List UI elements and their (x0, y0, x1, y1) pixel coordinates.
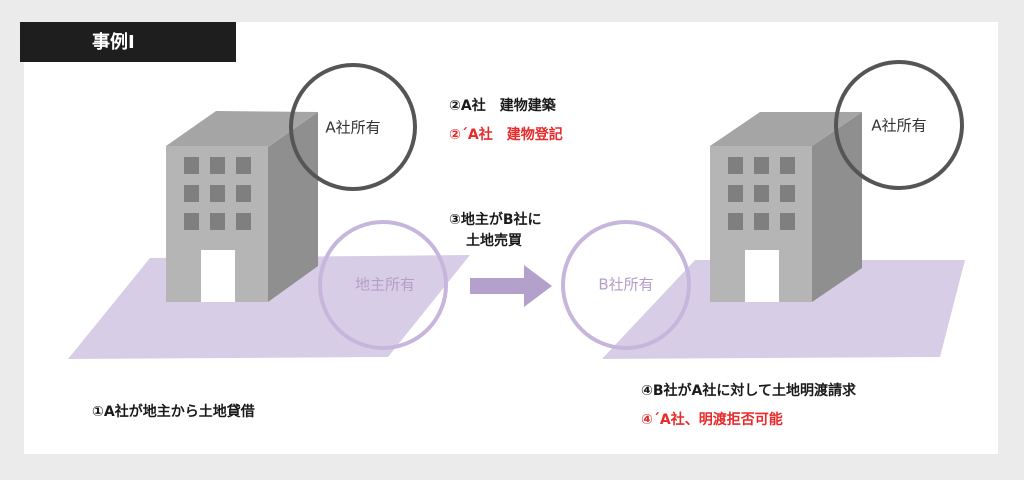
building-right-top (710, 112, 862, 146)
land-parcel-right (602, 260, 965, 359)
circle-a-left-label: A社所有 (325, 118, 381, 137)
building-left-top (166, 111, 318, 147)
step2-label: ②A社 建物建築 (449, 98, 556, 114)
building-left-side (268, 112, 318, 302)
transfer-arrow (470, 265, 552, 307)
building-left (166, 111, 318, 302)
circle-landowner-label: 地主所有 (354, 275, 416, 294)
step3-label-line1: ③地主がB社に (449, 212, 542, 228)
building-left-windows (184, 157, 251, 230)
step1-label: ①A社が地主から土地貸借 (92, 404, 255, 420)
building-right-windows (728, 157, 795, 230)
building-left-door (201, 250, 235, 302)
header-bar (20, 22, 236, 62)
building-right (710, 112, 862, 302)
step4-alt-label: ④´A社、明渡拒否可能 (641, 412, 783, 428)
circle-b-company-label: B社所有 (598, 275, 654, 294)
step4-label: ④B社がA社に対して土地明渡請求 (641, 383, 856, 399)
building-right-side (812, 112, 862, 302)
circle-a-left (289, 63, 417, 191)
header-title: 事例Ⅰ (92, 32, 135, 53)
circle-a-right (834, 60, 964, 190)
step3-label-line2: 土地売買 (466, 233, 522, 249)
circle-b-company (561, 220, 691, 350)
circle-a-right-label: A社所有 (871, 116, 927, 135)
step2-alt-label: ②´A社 建物登記 (449, 127, 563, 143)
building-right-door (745, 250, 779, 302)
circle-landowner (318, 220, 448, 350)
